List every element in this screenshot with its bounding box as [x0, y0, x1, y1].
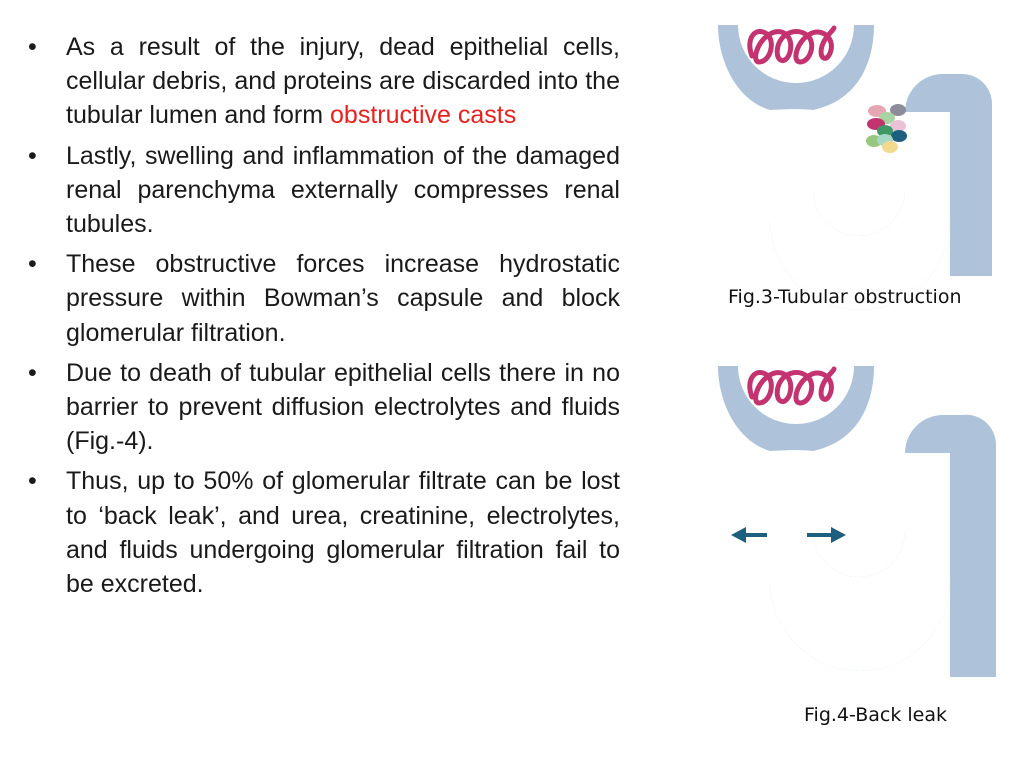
bullet-marker: • — [28, 467, 37, 496]
bullet-list: • As a result of the injury, dead epithe… — [28, 30, 620, 601]
leak-arrow-left-icon — [731, 527, 767, 543]
bullet-item: • These obstructive forces increase hydr… — [28, 247, 620, 350]
glomerulus-coil — [747, 366, 837, 406]
bullet-marker: • — [28, 33, 37, 61]
cast-cell — [877, 125, 893, 137]
bullet-marker: • — [28, 141, 37, 170]
tubule-back-leak-icon — [718, 366, 997, 677]
cast-cell — [882, 141, 898, 153]
bullet-item: • Thus, up to 50% of glomerular filtrate… — [28, 464, 620, 601]
bullet-text: These obstructive forces increase hydros… — [66, 250, 620, 347]
tubule-lumen — [770, 109, 950, 310]
cast-cell-cluster — [866, 104, 907, 153]
bullet-text: Lastly, swelling and inflammation of the… — [66, 141, 620, 239]
bullet-item: • Due to death of tubular epithelial cel… — [28, 356, 620, 459]
bullet-marker: • — [28, 358, 37, 387]
bullet-item: • Lastly, swelling and inflammation of t… — [28, 139, 620, 242]
cast-cell — [890, 120, 906, 132]
glomerulus-coil — [747, 25, 837, 65]
fig3-caption: Fig.3-Tubular obstruction — [728, 286, 962, 308]
bullet-text: Due to death of tubular epithelial cells… — [66, 358, 620, 456]
fig4-caption: Fig.4-Back leak — [804, 704, 947, 726]
figures-canvas — [718, 25, 997, 677]
cast-cell — [890, 104, 906, 116]
cast-cell — [891, 130, 907, 142]
tubule-lumen — [770, 450, 950, 671]
leak-arrow-right-icon — [807, 527, 846, 543]
bullet-text: Thus, up to 50% of glomerular filtrate c… — [66, 467, 620, 599]
bullet-item: • As a result of the injury, dead epithe… — [28, 30, 620, 133]
bullet-text: As a result of the injury, dead epitheli… — [66, 33, 620, 130]
bullet-marker: • — [28, 250, 37, 279]
obstructive-casts-highlight: obstructive casts — [330, 101, 517, 130]
tubule-obstruction-icon — [718, 25, 992, 310]
